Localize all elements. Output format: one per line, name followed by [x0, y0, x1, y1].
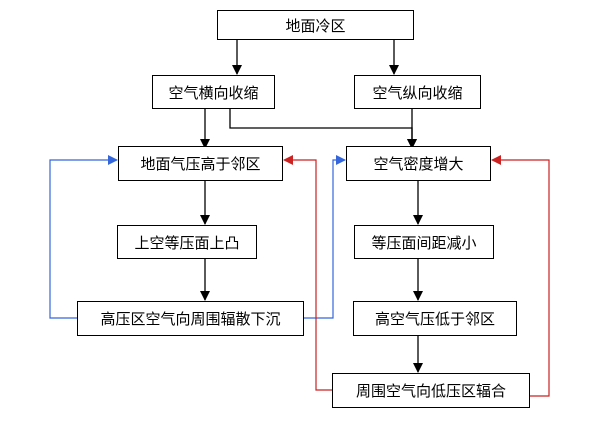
node-upper-convex: 上空等压面上凸 — [117, 225, 257, 259]
node-vertical-shrink: 空气纵向收缩 — [354, 75, 481, 109]
feedback-right-loop — [491, 155, 550, 397]
node-high-pressure-divergence: 高压区空气向周围辐散下沉 — [77, 301, 304, 336]
node-upper-pressure-low: 高空气压低于邻区 — [353, 301, 517, 336]
node-ground-cold: 地面冷区 — [217, 10, 414, 40]
arrow-horizontal-to-density — [229, 109, 417, 149]
feedback-convergence-to-ground-pressure — [283, 155, 332, 391]
feedback-left-loop — [49, 155, 118, 319]
node-horizontal-shrink: 空气横向收缩 — [152, 75, 275, 109]
node-isobar-distance-decrease: 等压面间距减小 — [354, 225, 494, 259]
node-density-increase: 空气密度增大 — [346, 146, 491, 181]
node-convergence-to-low: 周围空气向低压区辐合 — [332, 373, 530, 408]
feedback-divergence-to-density — [304, 155, 346, 319]
node-ground-pressure-high: 地面气压高于邻区 — [118, 146, 283, 181]
